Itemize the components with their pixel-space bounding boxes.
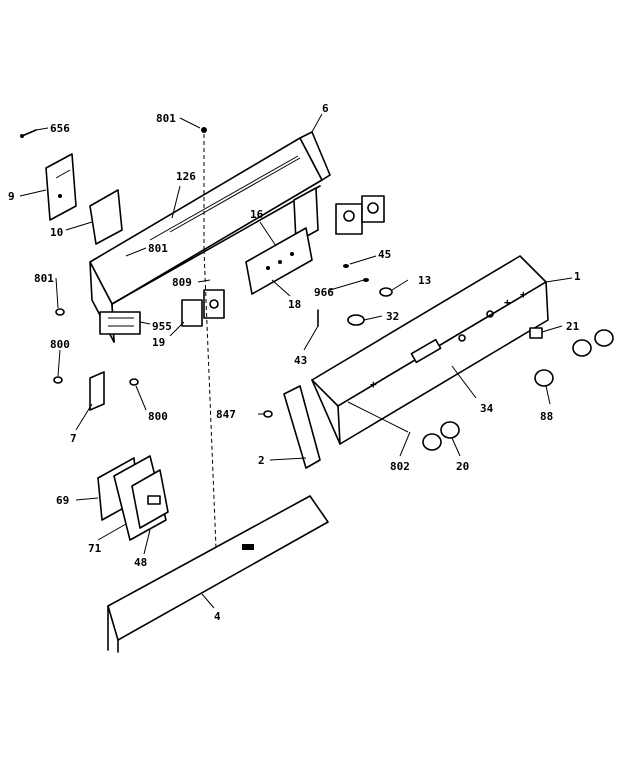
bracket-955	[99, 311, 141, 335]
screw-800-right	[129, 378, 139, 386]
label-88: 88	[540, 410, 553, 423]
leader-809	[203, 249, 217, 549]
callout-labels: 656 9 10 801 126 6 16 45 13 1 801 801 95…	[8, 102, 581, 623]
label-801-left: 801	[34, 272, 54, 285]
bracket-2	[283, 385, 321, 469]
label-48: 48	[134, 556, 147, 569]
label-18: 18	[288, 298, 301, 311]
label-801-top: 801	[156, 112, 176, 125]
terminal-block-18	[245, 227, 313, 295]
label-13: 13	[418, 274, 431, 287]
backguard-panel	[89, 131, 331, 343]
bracket-10	[89, 189, 123, 245]
label-19: 19	[152, 336, 165, 349]
label-800-right: 800	[148, 410, 168, 423]
svg-text:+: +	[520, 288, 527, 301]
label-800-left: 800	[50, 338, 70, 351]
part-32	[347, 314, 365, 326]
label-4: 4	[214, 610, 221, 623]
control-unit	[97, 455, 169, 541]
label-45: 45	[378, 248, 391, 261]
svg-text:+: +	[504, 296, 511, 309]
label-126: 126	[176, 170, 196, 183]
label-32: 32	[386, 310, 399, 323]
part-45	[343, 264, 349, 268]
part-13	[379, 287, 393, 297]
label-71: 71	[88, 542, 102, 555]
label-955: 955	[152, 320, 172, 333]
label-966: 966	[314, 286, 334, 299]
label-20: 20	[456, 460, 469, 473]
label-16: 16	[250, 208, 264, 221]
knob-20a	[422, 433, 442, 451]
screw-656	[20, 129, 37, 138]
leader-lines	[19, 113, 573, 609]
label-7: 7	[70, 432, 77, 445]
screw-801-left	[55, 308, 65, 316]
screw-800-left	[53, 376, 63, 384]
bracket-7	[89, 371, 105, 411]
screw-847	[263, 410, 273, 418]
label-43: 43	[294, 354, 307, 367]
label-34: 34	[480, 402, 494, 415]
label-809: 809	[172, 276, 192, 289]
knob-88	[534, 369, 554, 387]
label-69: 69	[56, 494, 69, 507]
switch-19	[181, 289, 225, 327]
bracket-9	[45, 153, 77, 221]
svg-text:+: +	[370, 378, 377, 391]
label-802: 802	[390, 460, 410, 473]
part-966	[363, 278, 369, 282]
label-10: 10	[50, 226, 63, 239]
clip-21	[529, 327, 543, 339]
knob-21a	[572, 339, 592, 357]
label-1: 1	[574, 270, 581, 283]
label-9: 9	[8, 190, 15, 203]
label-801-mid: 801	[148, 242, 168, 255]
knob-20b	[440, 421, 460, 439]
screw-801-top	[201, 127, 207, 250]
label-847: 847	[216, 408, 236, 421]
lower-trim-4	[107, 495, 329, 653]
label-6: 6	[322, 102, 329, 115]
label-656: 656	[50, 122, 70, 135]
knob-21b	[594, 329, 614, 347]
label-2: 2	[258, 454, 265, 467]
label-21: 21	[566, 320, 580, 333]
relay-block	[335, 195, 385, 235]
